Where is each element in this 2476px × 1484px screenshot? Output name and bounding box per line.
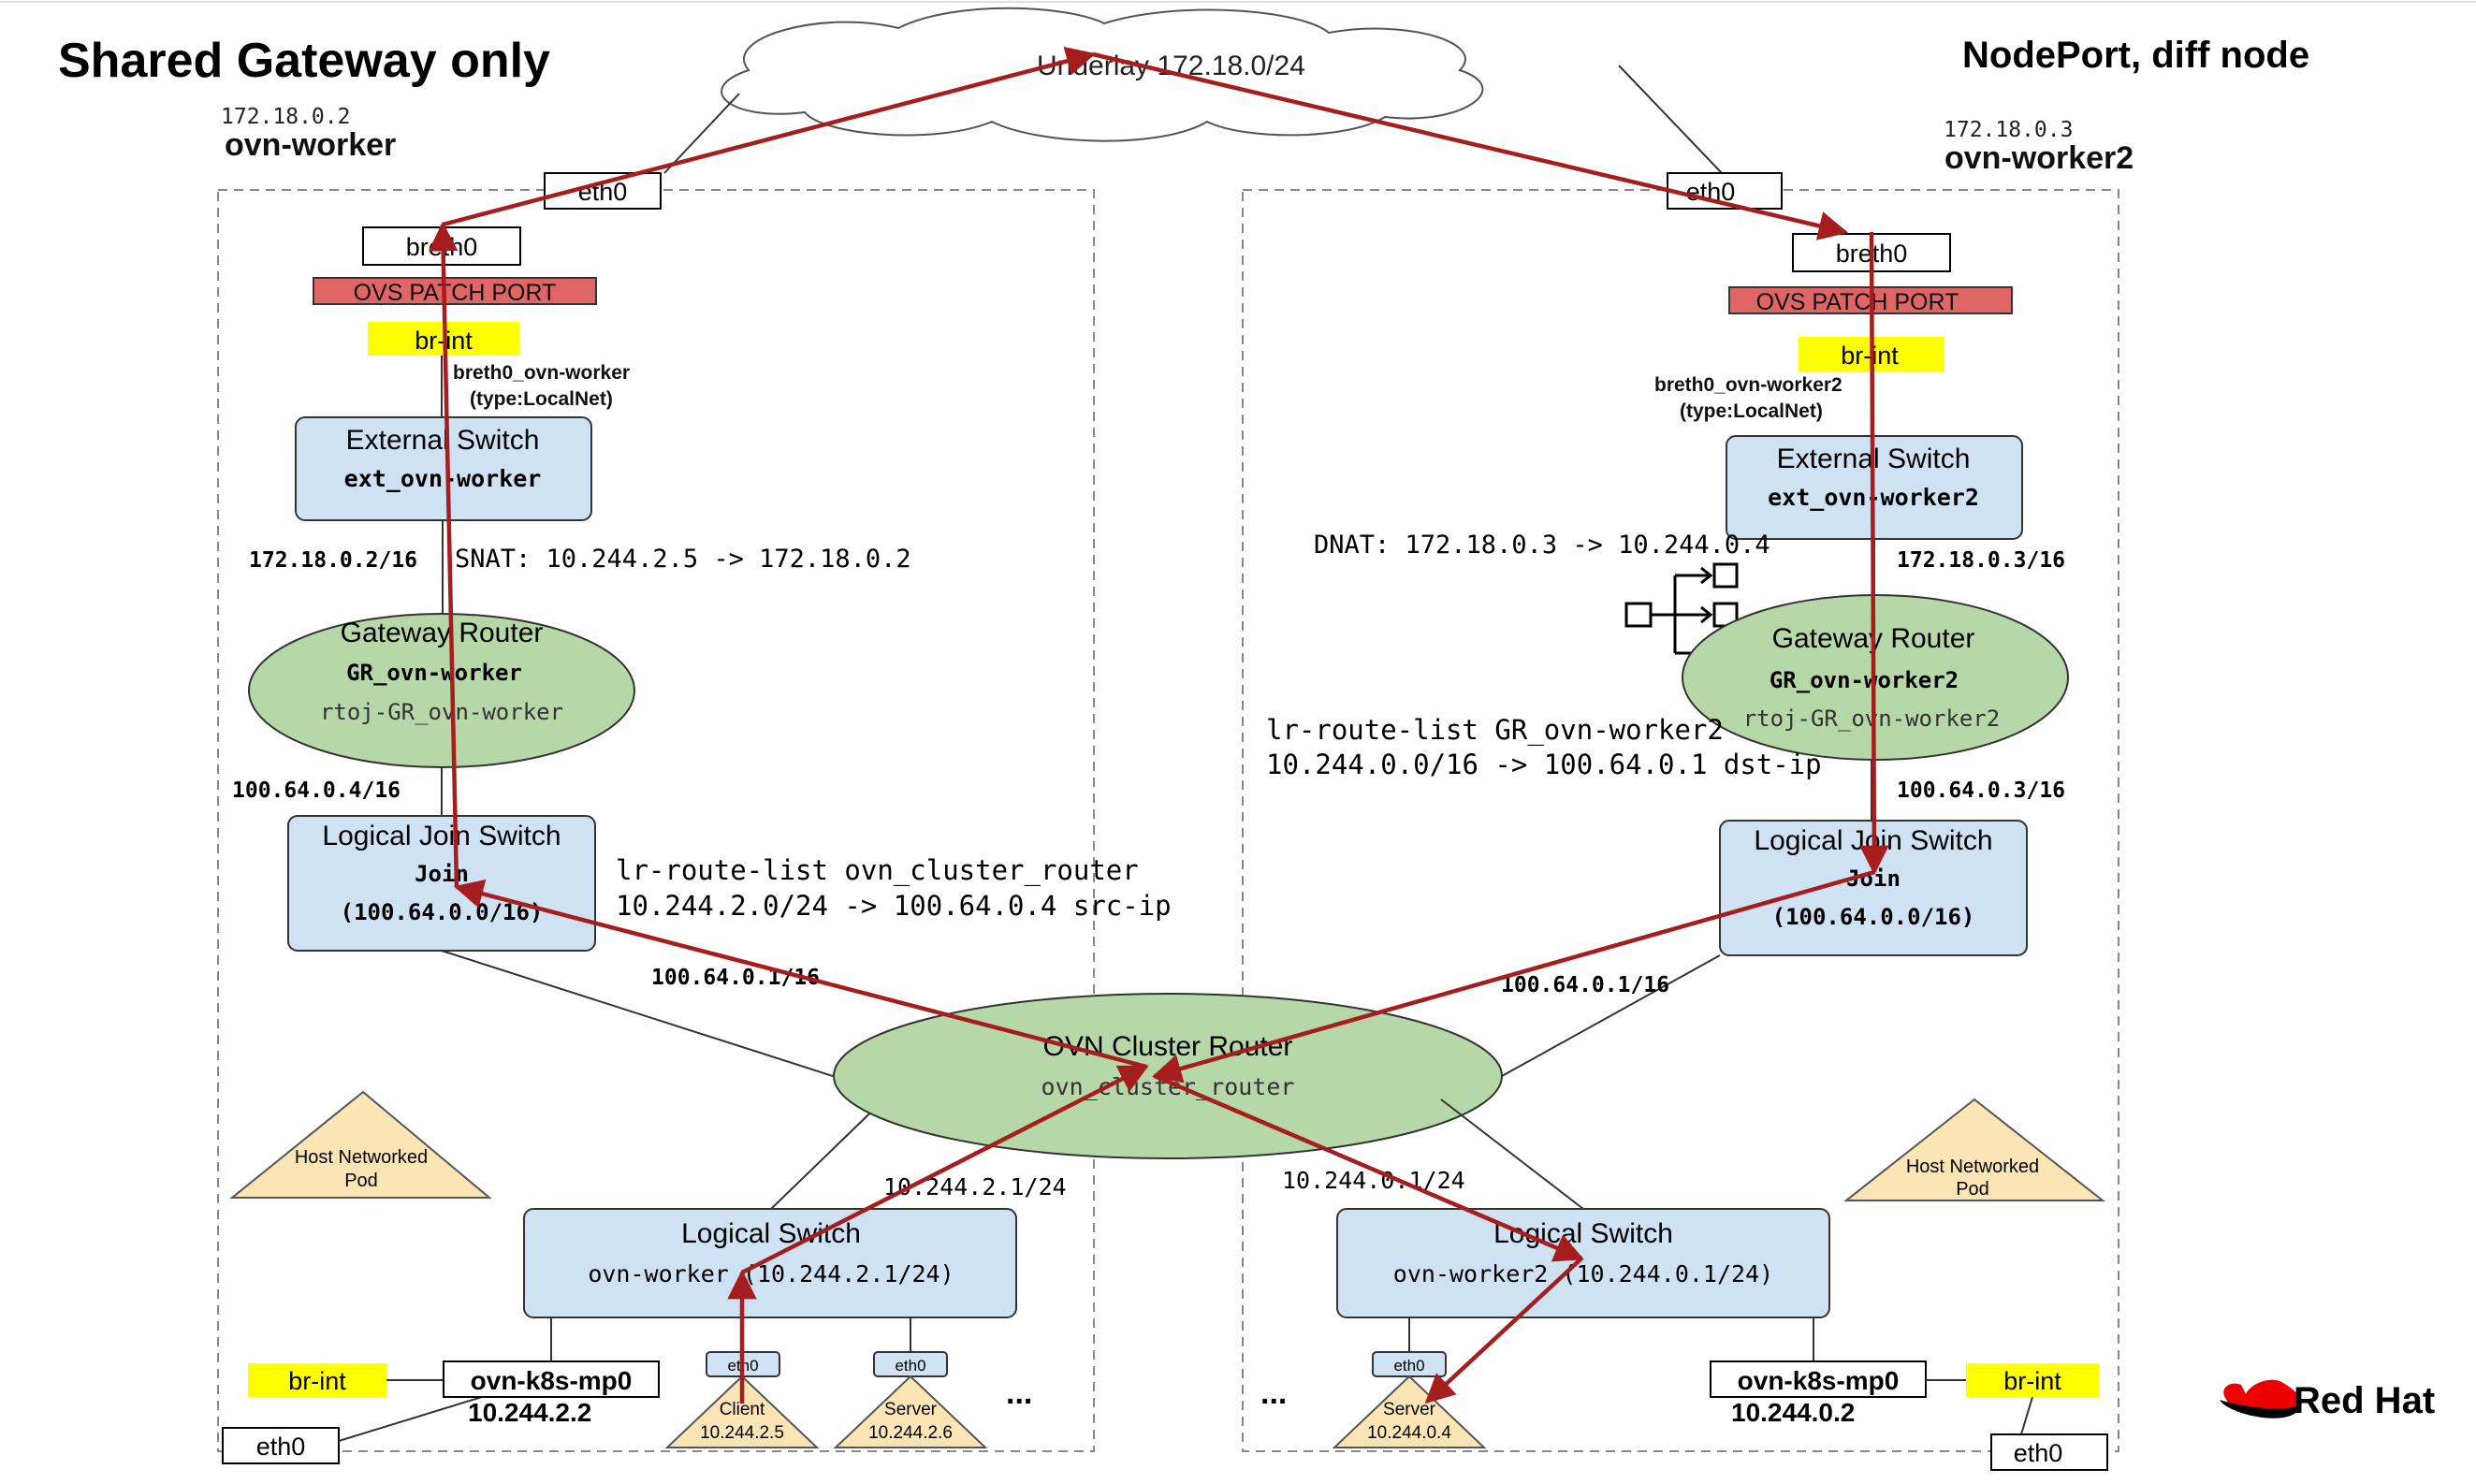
packet-flow-path bbox=[428, 46, 1889, 1404]
diagram-subtitle: NodePort, diff node bbox=[1962, 35, 2309, 76]
worker2-name: ovn-worker2 bbox=[1944, 140, 2134, 176]
svg-text:br-int: br-int bbox=[2003, 1367, 2061, 1395]
svg-text:eth0: eth0 bbox=[1393, 1357, 1424, 1375]
svg-text:Host Networked: Host Networked bbox=[1906, 1157, 2039, 1177]
svg-text:eth0: eth0 bbox=[895, 1357, 925, 1375]
svg-text:(100.64.0.0/16): (100.64.0.0/16) bbox=[341, 899, 544, 925]
red-hat-logo-icon bbox=[2220, 1379, 2302, 1419]
worker2-localnet-port: breth0_ovn-worker2 bbox=[1654, 374, 1842, 396]
worker1-ext-subnet: 172.18.0.2/16 bbox=[249, 548, 417, 573]
svg-text:Pod: Pod bbox=[1956, 1179, 1989, 1200]
svg-text:ovn-worker (10.244.2.1/24): ovn-worker (10.244.2.1/24) bbox=[588, 1260, 954, 1288]
worker1-localnet-type: (type:LocalNet) bbox=[470, 388, 613, 410]
svg-text:GR_ovn-worker2: GR_ovn-worker2 bbox=[1770, 667, 1959, 693]
worker1-ellipsis: ... bbox=[1006, 1375, 1032, 1411]
svg-text:br-int: br-int bbox=[1841, 342, 1899, 370]
worker2-mp0 bbox=[1710, 1360, 1927, 1398]
worker1-logical-switch bbox=[523, 1208, 1017, 1318]
worker2-ip: 172.18.0.3 bbox=[1944, 118, 2073, 142]
svg-text:GR_ovn-worker: GR_ovn-worker bbox=[346, 660, 522, 686]
underlay-label: Underlay 172.18.0/24 bbox=[1037, 51, 1305, 81]
worker1-route: 10.244.2.0/24 -> 100.64.0.4 src-ip bbox=[616, 890, 1172, 922]
underlay-cloud bbox=[721, 7, 1484, 142]
worker1-host-networked-pod: Host Networked Pod bbox=[229, 1090, 492, 1199]
worker2-logical-switch bbox=[1336, 1208, 1830, 1318]
svg-text:rtoj-GR_ovn-worker: rtoj-GR_ovn-worker bbox=[320, 699, 563, 725]
worker1-route-list: lr-route-list ovn_cluster_router bbox=[616, 854, 1139, 887]
svg-text:ovn-worker2 (10.244.0.1/24): ovn-worker2 (10.244.0.1/24) bbox=[1393, 1260, 1773, 1288]
worker2-host-networked-pod: Host Networked Pod bbox=[1843, 1098, 2105, 1201]
worker1-join-ip: 100.64.0.4/16 bbox=[232, 778, 401, 803]
svg-text:Pod: Pod bbox=[344, 1171, 378, 1191]
worker2-route-list: lr-route-list GR_ovn-worker2 bbox=[1266, 714, 1724, 747]
worker1-localnet-port: breth0_ovn-worker bbox=[453, 362, 630, 384]
svg-text:10.244.2.6: 10.244.2.6 bbox=[868, 1423, 953, 1443]
worker2-cluster-port: 100.64.0.1/16 bbox=[1501, 973, 1669, 997]
svg-text:eth0: eth0 bbox=[2014, 1439, 2063, 1467]
svg-text:(100.64.0.0/16): (100.64.0.0/16) bbox=[1772, 904, 1975, 930]
worker1-br-int-bottom bbox=[248, 1363, 386, 1397]
worker1-snat: SNAT: 10.244.2.5 -> 172.18.0.2 bbox=[455, 545, 911, 574]
svg-text:Server: Server bbox=[1383, 1400, 1436, 1419]
worker2-dnat: DNAT: 172.18.0.3 -> 10.244.0.4 bbox=[1314, 531, 1770, 560]
worker1-mp0-ip: 10.244.2.2 bbox=[468, 1398, 591, 1427]
red-hat-logo-text: Red Hat bbox=[2294, 1380, 2435, 1421]
svg-text:Logical Join Switch: Logical Join Switch bbox=[322, 821, 561, 851]
svg-text:External Switch: External Switch bbox=[346, 425, 540, 456]
svg-text:Logical Switch: Logical Switch bbox=[681, 1218, 861, 1249]
svg-text:ovn_cluster_router: ovn_cluster_router bbox=[1041, 1073, 1295, 1100]
svg-text:Join: Join bbox=[415, 861, 469, 887]
svg-text:ext_ovn-worker: ext_ovn-worker bbox=[344, 465, 542, 492]
svg-text:OVS PATCH PORT: OVS PATCH PORT bbox=[354, 280, 557, 306]
worker2-join-ip: 100.64.0.3/16 bbox=[1897, 778, 2065, 803]
svg-text:Host Networked: Host Networked bbox=[295, 1147, 428, 1168]
svg-text:Server: Server bbox=[884, 1400, 938, 1419]
svg-text:ovn-k8s-mp0: ovn-k8s-mp0 bbox=[471, 1366, 633, 1395]
worker1-client-pod bbox=[664, 1375, 820, 1448]
worker2-route: 10.244.0.0/16 -> 100.64.0.1 dst-ip bbox=[1266, 749, 1822, 780]
svg-text:eth0: eth0 bbox=[256, 1433, 306, 1461]
worker2-eth0-bottom bbox=[1990, 1433, 2108, 1471]
worker2-mp0-ip: 10.244.0.2 bbox=[1731, 1398, 1855, 1427]
worker1-server-pod bbox=[833, 1375, 988, 1448]
svg-text:Client: Client bbox=[720, 1400, 765, 1419]
worker1-name: ovn-worker bbox=[225, 127, 396, 163]
svg-text:ovn-k8s-mp0: ovn-k8s-mp0 bbox=[1738, 1366, 1900, 1395]
worker1-mp0 bbox=[443, 1360, 660, 1398]
worker2-localnet-type: (type:LocalNet) bbox=[1680, 400, 1823, 422]
worker2-ext-subnet: 172.18.0.3/16 bbox=[1897, 548, 2065, 573]
worker1-cluster-port: 100.64.0.1/16 bbox=[651, 966, 820, 990]
svg-text:Gateway Router: Gateway Router bbox=[341, 618, 544, 648]
svg-text:OVS PATCH PORT: OVS PATCH PORT bbox=[1756, 289, 1959, 315]
worker2-server-pod bbox=[1332, 1375, 1487, 1448]
diagram-title: Shared Gateway only bbox=[58, 34, 550, 88]
svg-text:10.244.2.5: 10.244.2.5 bbox=[700, 1423, 784, 1443]
worker1-ip: 172.18.0.2 bbox=[221, 105, 350, 129]
worker1-ovs-patch-port bbox=[313, 277, 597, 305]
worker2-ellipsis: ... bbox=[1260, 1375, 1287, 1411]
svg-text:br-int: br-int bbox=[288, 1367, 346, 1395]
worker2-br-int-bottom bbox=[1966, 1363, 2099, 1397]
svg-text:10.244.0.4: 10.244.0.4 bbox=[1367, 1423, 1451, 1443]
worker1-eth0-bottom bbox=[222, 1427, 340, 1464]
